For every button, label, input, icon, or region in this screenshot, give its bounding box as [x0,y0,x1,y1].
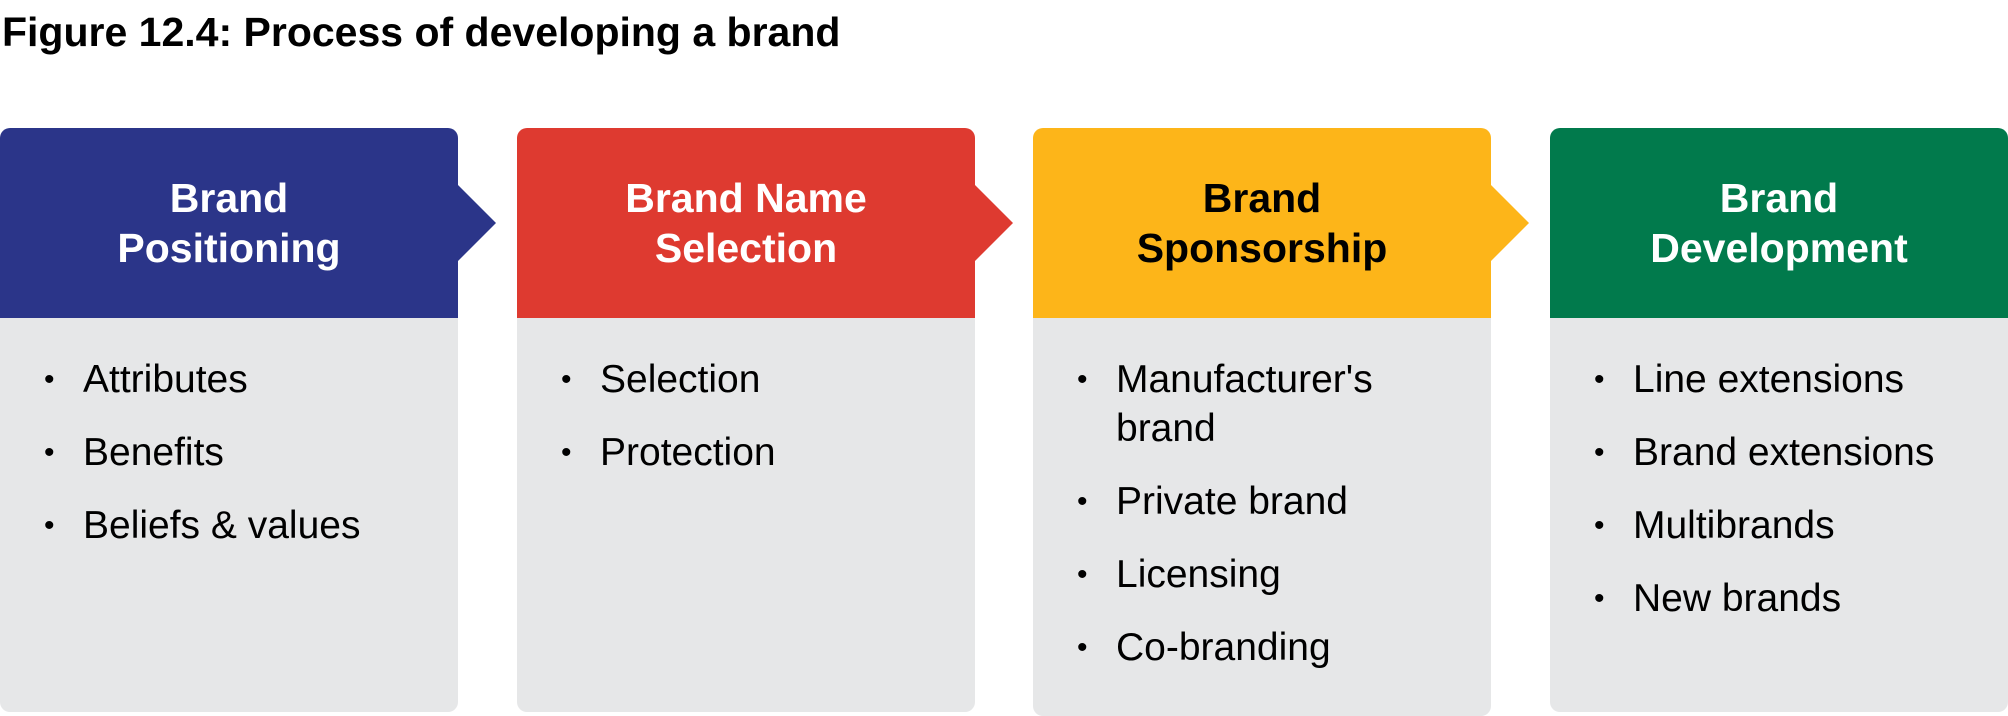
list-item-text: Private brand [1116,480,1348,523]
bullet-icon: • [561,436,572,469]
list-item: • Protection [561,428,955,477]
step-brand-positioning: Brand Positioning • Attributes • Benefit… [0,128,496,712]
list-item: • Beliefs & values [44,501,438,550]
list-item: • Benefits [44,428,438,477]
bullet-icon: • [44,436,55,469]
bullet-icon: • [1077,631,1088,664]
bullet-icon: • [1594,436,1605,469]
step-title: Brand Development [1650,175,1908,271]
list-item: • Line extensions [1594,355,1988,404]
list-item-text: Beliefs & values [83,504,361,547]
list-item-text: Benefits [83,431,224,474]
list-item: • Attributes [44,355,438,404]
step-header: Brand Development [1550,128,2008,318]
list-item: • New brands [1594,574,1988,623]
list-item-text: Selection [600,358,761,401]
list-item-text: Multibrands [1633,504,1835,547]
bullet-icon: • [1594,509,1605,542]
list-item-text: Licensing [1116,553,1281,596]
step-header: Brand Positioning [0,128,496,318]
list-item: • Brand extensions [1594,428,1988,477]
step-body: • Attributes • Benefits • Beliefs & valu… [0,318,458,712]
list-item: • Private brand [1077,477,1471,526]
bullet-list: • Manufacturer's brand • Private brand •… [1077,355,1471,672]
bullet-list: • Attributes • Benefits • Beliefs & valu… [44,355,438,550]
figure-title: Figure 12.4: Process of developing a bra… [2,9,841,55]
list-item: • Multibrands [1594,501,1988,550]
bullet-icon: • [44,509,55,542]
step-brand-sponsorship: Brand Sponsorship • Manufacturer's brand… [1033,128,1529,716]
bullet-icon: • [1077,558,1088,591]
bullet-icon: • [561,363,572,396]
step-title: Brand Sponsorship [1136,175,1388,271]
list-item: • Licensing [1077,550,1471,599]
step-body: • Line extensions • Brand extensions • M… [1550,318,2008,712]
bullet-list: • Selection • Protection [561,355,955,477]
bullet-icon: • [44,363,55,396]
bullet-icon: • [1594,582,1605,615]
list-item-text: New brands [1633,577,1842,620]
list-item-text: Line extensions [1633,358,1905,401]
step-brand-name-selection: Brand Name Selection • Selection • Prote… [517,128,1013,712]
step-header: Brand Name Selection [517,128,1013,318]
list-item-text: Manufacturer's brand [1116,358,1373,450]
chevron-right-icon [1490,184,1529,262]
step-title: Brand Positioning [117,175,341,271]
bullet-list: • Line extensions • Brand extensions • M… [1594,355,1988,623]
chevron-right-icon [974,184,1013,262]
list-item-text: Attributes [83,358,248,401]
bullet-icon: • [1077,363,1088,396]
chevron-right-icon [457,184,496,262]
list-item-text: Co-branding [1116,626,1331,669]
list-item: • Manufacturer's brand [1077,355,1471,453]
step-body: • Manufacturer's brand • Private brand •… [1033,318,1491,716]
list-item: • Co-branding [1077,623,1471,672]
bullet-icon: • [1594,363,1605,396]
list-item: • Selection [561,355,955,404]
step-brand-development: Brand Development • Line extensions • Br… [1550,128,2008,712]
bullet-icon: • [1077,485,1088,518]
step-body: • Selection • Protection [517,318,975,712]
list-item-text: Protection [600,431,776,474]
step-title: Brand Name Selection [625,175,867,271]
list-item-text: Brand extensions [1633,431,1935,474]
step-header: Brand Sponsorship [1033,128,1529,318]
